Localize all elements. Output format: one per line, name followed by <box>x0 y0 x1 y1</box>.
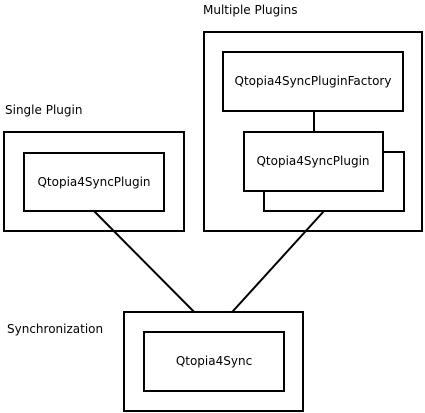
plugin-factory-box <box>222 51 404 112</box>
multiple-plugin-text: Qtopia4SyncPlugin <box>256 154 369 168</box>
synchronization-group: Synchronization Qtopia4Sync <box>7 311 304 412</box>
sync-core-box <box>143 331 285 392</box>
sync-core-text: Qtopia4Sync <box>176 354 252 368</box>
synchronization-label: Synchronization <box>7 322 103 336</box>
single-plugin-group: Single Plugin Qtopia4SyncPlugin <box>3 103 185 232</box>
plugin-factory-text: Qtopia4SyncPluginFactory <box>235 74 392 88</box>
single-plugin-label: Single Plugin <box>5 103 82 117</box>
multiple-plugins-label: Multiple Plugins <box>203 3 297 17</box>
multiple-plugins-group: Multiple Plugins Qtopia4SyncPluginFactor… <box>203 3 423 232</box>
single-plugin-text: Qtopia4SyncPlugin <box>37 175 150 189</box>
plugin-stack-front-box <box>243 131 384 192</box>
